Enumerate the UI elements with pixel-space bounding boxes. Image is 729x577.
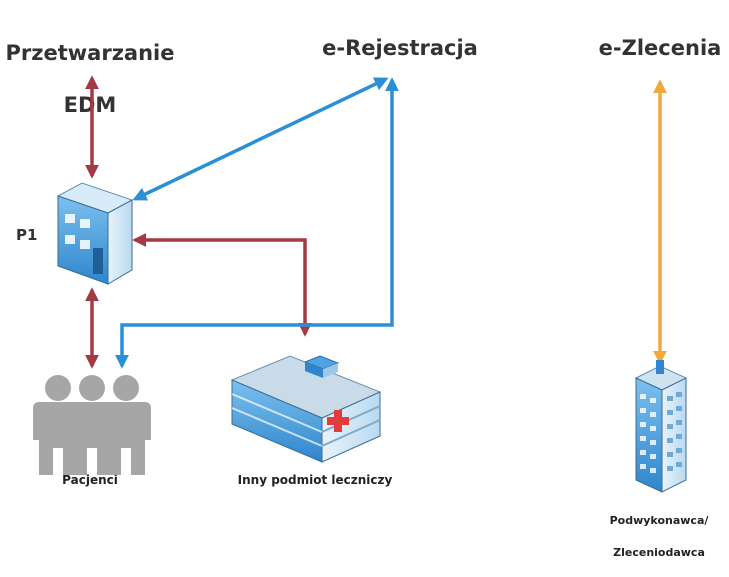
podwykonawca-label-line1: Podwykonawca/ [609, 514, 709, 527]
pacjenci-label: Pacjenci [62, 473, 118, 487]
edm-label-line1: Przetwarzanie [5, 41, 175, 65]
hospital-building-icon [230, 355, 382, 463]
office-tower-icon [634, 360, 688, 493]
ezlecenia-label: e-Zlecenia [598, 36, 722, 60]
erejestracja-label: e-Rejestracja [322, 36, 478, 60]
p1-erejestracja-arrow [132, 77, 389, 201]
p1-label: P1 [16, 226, 38, 244]
patients-people-icon [33, 375, 151, 475]
podwykonawca-label-line2: Zleceniodawca [613, 546, 705, 559]
diagram-canvas [33, 75, 688, 493]
erejestracja-pacjenci-arrow [115, 77, 399, 369]
inny-podmiot-label: Inny podmiot leczniczy [237, 473, 393, 487]
p1-inny-podmiot-arrow [132, 233, 312, 337]
p1-server-building-icon [56, 182, 134, 285]
